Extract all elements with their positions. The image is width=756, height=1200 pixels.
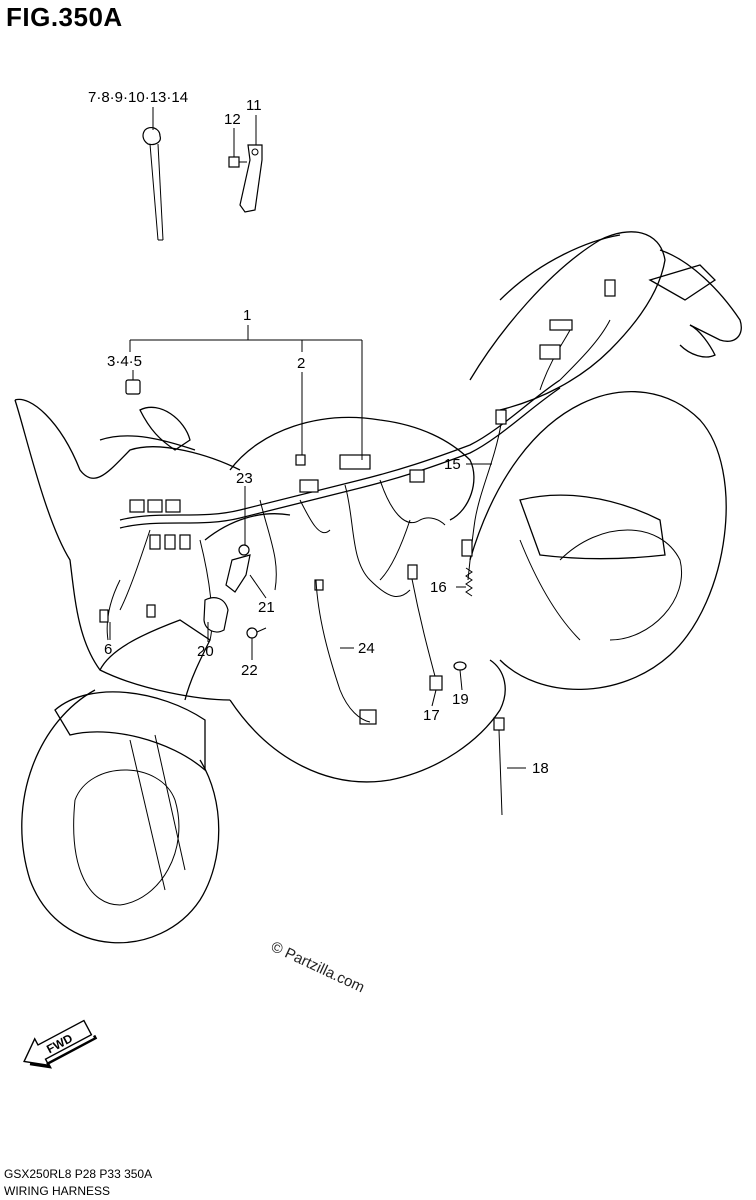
callout-15: 15 <box>444 456 461 473</box>
harness-clamp-part <box>142 126 164 241</box>
callout-20: 20 <box>197 643 214 660</box>
figure-title: FIG.350A <box>6 2 123 32</box>
callout-16: 16 <box>430 579 447 596</box>
leader-lines <box>109 107 526 769</box>
callout-labels: 7·8·9·10·13·14 11 12 1 3·4·5 2 23 15 16 … <box>88 89 549 777</box>
callout-6: 6 <box>104 641 112 658</box>
callout-2: 2 <box>297 355 305 372</box>
sensor-15-part <box>461 409 507 581</box>
callout-23: 23 <box>236 470 253 487</box>
fwd-arrow-icon: FWD <box>23 1019 98 1069</box>
callout-7-14: 7·8·9·10·13·14 <box>88 89 188 106</box>
callout-19: 19 <box>452 691 469 708</box>
bolt-22-part <box>246 627 267 639</box>
callout-24: 24 <box>358 640 375 657</box>
diagram-name: WIRING HARNESS <box>4 1184 111 1198</box>
bolt-23-part <box>238 544 250 556</box>
figure-footer: GSX250RL8 P28 P33 350A WIRING HARNESS <box>4 1166 152 1200</box>
bolt-part <box>228 156 247 168</box>
relay-part <box>125 379 141 395</box>
fuse-part <box>295 454 306 466</box>
model-code: GSX250RL8 P28 P33 350A <box>4 1167 153 1181</box>
callout-11: 11 <box>246 97 262 114</box>
callout-22: 22 <box>241 662 258 679</box>
clip-19-part <box>453 661 467 671</box>
lead-18-part <box>493 717 505 816</box>
bracket-part <box>239 144 263 213</box>
callout-12: 12 <box>224 111 241 128</box>
callout-21: 21 <box>258 599 275 616</box>
callout-17: 17 <box>423 707 440 724</box>
partzilla-watermark: © Partzilla.com <box>268 938 367 996</box>
main-harness <box>99 279 616 725</box>
callout-18: 18 <box>532 760 549 777</box>
spring-16-part <box>465 567 473 597</box>
motorcycle-outline <box>14 231 742 944</box>
callout-3-5: 3·4·5 <box>107 353 142 370</box>
bracket-21-part <box>225 554 251 593</box>
bracket-20-part <box>203 597 229 633</box>
lead-24-part <box>315 579 371 723</box>
callout-1: 1 <box>243 307 251 324</box>
lead-17-part <box>407 564 443 691</box>
